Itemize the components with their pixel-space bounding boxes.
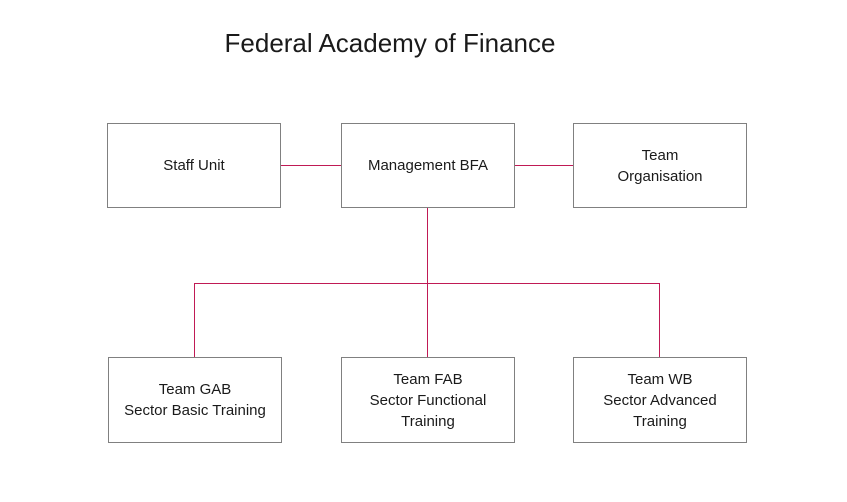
node-team-gab: Team GAB Sector Basic Training — [108, 357, 282, 443]
page-title: Federal Academy of Finance — [224, 28, 556, 58]
node-label-line: Sector Advanced — [603, 391, 717, 409]
node-team-organisation: Team Organisation — [573, 123, 747, 208]
node-label-line: Sector Basic Training — [124, 402, 266, 419]
node-label-line: Sector Functional — [369, 391, 487, 409]
node-label-line: Organisation — [617, 167, 703, 185]
connector-drop-to-team-gab — [193, 283, 195, 357]
node-label-line: Management BFA — [367, 157, 489, 174]
node-label-line: Team — [641, 146, 679, 164]
connector-staff-unit-to-management — [280, 164, 341, 166]
connector-management-to-team-organisation — [514, 164, 573, 166]
node-label-line: Team GAB — [158, 381, 232, 398]
node-staff-unit: Staff Unit — [107, 123, 281, 208]
node-management-bfa: Management BFA — [341, 123, 515, 208]
node-label-line: Team WB — [627, 370, 693, 388]
node-label-line: Team FAB — [393, 370, 463, 388]
connector-drop-to-team-wb — [658, 283, 660, 357]
node-team-wb: Team WB Sector Advanced Training — [573, 357, 747, 443]
connector-distribution-bar — [193, 282, 660, 284]
node-label-line: Training — [401, 412, 455, 430]
connector-management-to-team-fab — [426, 207, 428, 357]
node-team-fab: Team FAB Sector Functional Training — [341, 357, 515, 443]
node-label-line: Training — [633, 412, 687, 430]
node-label-line: Staff Unit — [163, 157, 225, 174]
